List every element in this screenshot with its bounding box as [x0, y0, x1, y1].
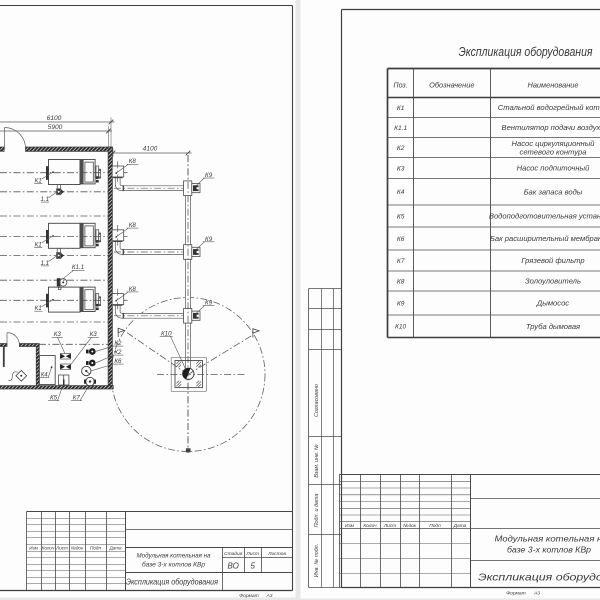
- svg-text:К1: К1: [35, 178, 42, 185]
- svg-text:А3: А3: [266, 593, 273, 599]
- svg-text:Насос циркуляционный: Насос циркуляционный: [511, 139, 595, 148]
- svg-text:К2: К2: [397, 145, 405, 152]
- svg-text:К10: К10: [161, 330, 172, 337]
- svg-text:К1: К1: [35, 305, 42, 312]
- svg-text:Наименование: Наименование: [527, 81, 578, 90]
- svg-text:базе 3-х котлов КВр: базе 3-х котлов КВр: [507, 545, 591, 555]
- svg-text:Вентилятор подачи воздуха: Вентилятор подачи воздуха: [502, 123, 600, 132]
- svg-text:К9: К9: [205, 172, 213, 179]
- svg-text:Дымосос: Дымосос: [536, 299, 569, 308]
- svg-text:№док: №док: [71, 546, 84, 551]
- svg-text:4100: 4100: [143, 146, 158, 153]
- svg-text:К1.1: К1.1: [394, 125, 407, 132]
- svg-text:К9: К9: [205, 236, 213, 243]
- svg-text:К3: К3: [54, 331, 62, 338]
- svg-text:Колич: Колич: [42, 546, 55, 551]
- svg-text:Экспликация оборудования: Экспликация оборудования: [478, 572, 600, 584]
- svg-text:Обозначение: Обозначение: [429, 81, 474, 90]
- svg-text:Бак расширительный мембранный: Бак расширительный мембранный: [490, 234, 600, 243]
- svg-text:базе 3-х котлов КВр: базе 3-х котлов КВр: [142, 561, 205, 569]
- svg-text:1.1: 1.1: [40, 260, 49, 267]
- svg-text:К8: К8: [129, 158, 137, 165]
- svg-text:К8: К8: [129, 222, 137, 229]
- svg-text:Инв. № подл.: Инв. № подл.: [314, 544, 320, 577]
- svg-text:сетевого контура: сетевого контура: [520, 148, 587, 157]
- svg-text:Экспликация оборудования: Экспликация оборудования: [126, 578, 219, 587]
- svg-text:Изм: Изм: [345, 523, 355, 529]
- svg-text:Подп: Подп: [90, 546, 101, 551]
- svg-text:К2: К2: [114, 349, 122, 356]
- svg-text:К7: К7: [397, 258, 405, 265]
- svg-text:Формат: Формат: [506, 591, 525, 597]
- svg-text:Грязевой фильтр: Грязевой фильтр: [521, 256, 584, 265]
- svg-text:К8: К8: [397, 278, 405, 285]
- svg-text:Лист: Лист: [383, 523, 396, 529]
- svg-text:Колич: Колич: [363, 523, 377, 529]
- svg-text:Экспликация оборудования: Экспликация оборудования: [459, 45, 593, 59]
- svg-text:Поз.: Поз.: [394, 83, 408, 90]
- svg-text:К9: К9: [397, 300, 405, 307]
- svg-text:Лист: Лист: [55, 546, 68, 551]
- svg-text:К5: К5: [50, 395, 58, 402]
- svg-text:К10: К10: [395, 324, 407, 331]
- svg-text:Лист: Лист: [245, 551, 259, 557]
- svg-text:К8: К8: [129, 286, 137, 293]
- svg-text:К5: К5: [397, 213, 405, 220]
- svg-text:Подп. и дата: Подп. и дата: [314, 494, 320, 528]
- svg-text:Согласовано: Согласовано: [314, 384, 320, 417]
- svg-text:Модульная котельная на: Модульная котельная на: [495, 534, 600, 544]
- svg-text:5900: 5900: [48, 124, 63, 131]
- svg-text:К7: К7: [73, 395, 81, 402]
- svg-text:Дата: Дата: [453, 523, 467, 529]
- svg-text:ВО: ВО: [228, 562, 239, 571]
- svg-text:К4: К4: [397, 189, 405, 196]
- svg-text:К6: К6: [397, 236, 405, 243]
- svg-text:К2: К2: [114, 340, 122, 347]
- svg-text:Бак запаса воды: Бак запаса воды: [524, 187, 583, 196]
- svg-text:Насос подпиточный: Насос подпиточный: [517, 164, 590, 173]
- svg-text:К1: К1: [397, 105, 405, 112]
- svg-text:К3: К3: [397, 165, 405, 172]
- svg-text:Листов: Листов: [267, 551, 286, 557]
- svg-text:Водоподготовительная установка: Водоподготовительная установка: [489, 212, 600, 221]
- svg-text:Взам. инв. №: Взам. инв. №: [314, 444, 320, 478]
- svg-text:К1.1: К1.1: [72, 264, 84, 271]
- svg-text:А3: А3: [533, 591, 540, 597]
- svg-text:Золоуловитель: Золоуловитель: [525, 277, 581, 286]
- svg-text:Формат: Формат: [239, 593, 258, 599]
- svg-text:К1: К1: [35, 241, 42, 248]
- svg-text:5: 5: [250, 562, 255, 571]
- svg-text:1.1: 1.1: [40, 196, 49, 203]
- svg-text:6100: 6100: [47, 115, 62, 122]
- svg-text:Стальной водогрейный котёл: Стальной водогрейный котёл: [498, 103, 600, 112]
- svg-text:Изм: Изм: [29, 546, 38, 551]
- svg-text:Труба дымовая: Труба дымовая: [526, 322, 580, 331]
- svg-text:К4: К4: [41, 373, 49, 379]
- svg-text:Модульная котельная на: Модульная котельная на: [137, 552, 211, 560]
- svg-text:Подп: Подп: [429, 523, 441, 529]
- svg-text:К9: К9: [205, 300, 213, 307]
- svg-text:К6: К6: [114, 358, 122, 365]
- svg-text:Дата: Дата: [108, 546, 122, 551]
- svg-text:Стадия: Стадия: [224, 551, 243, 557]
- svg-text:К3: К3: [90, 331, 98, 338]
- svg-text:№док: №док: [403, 523, 417, 529]
